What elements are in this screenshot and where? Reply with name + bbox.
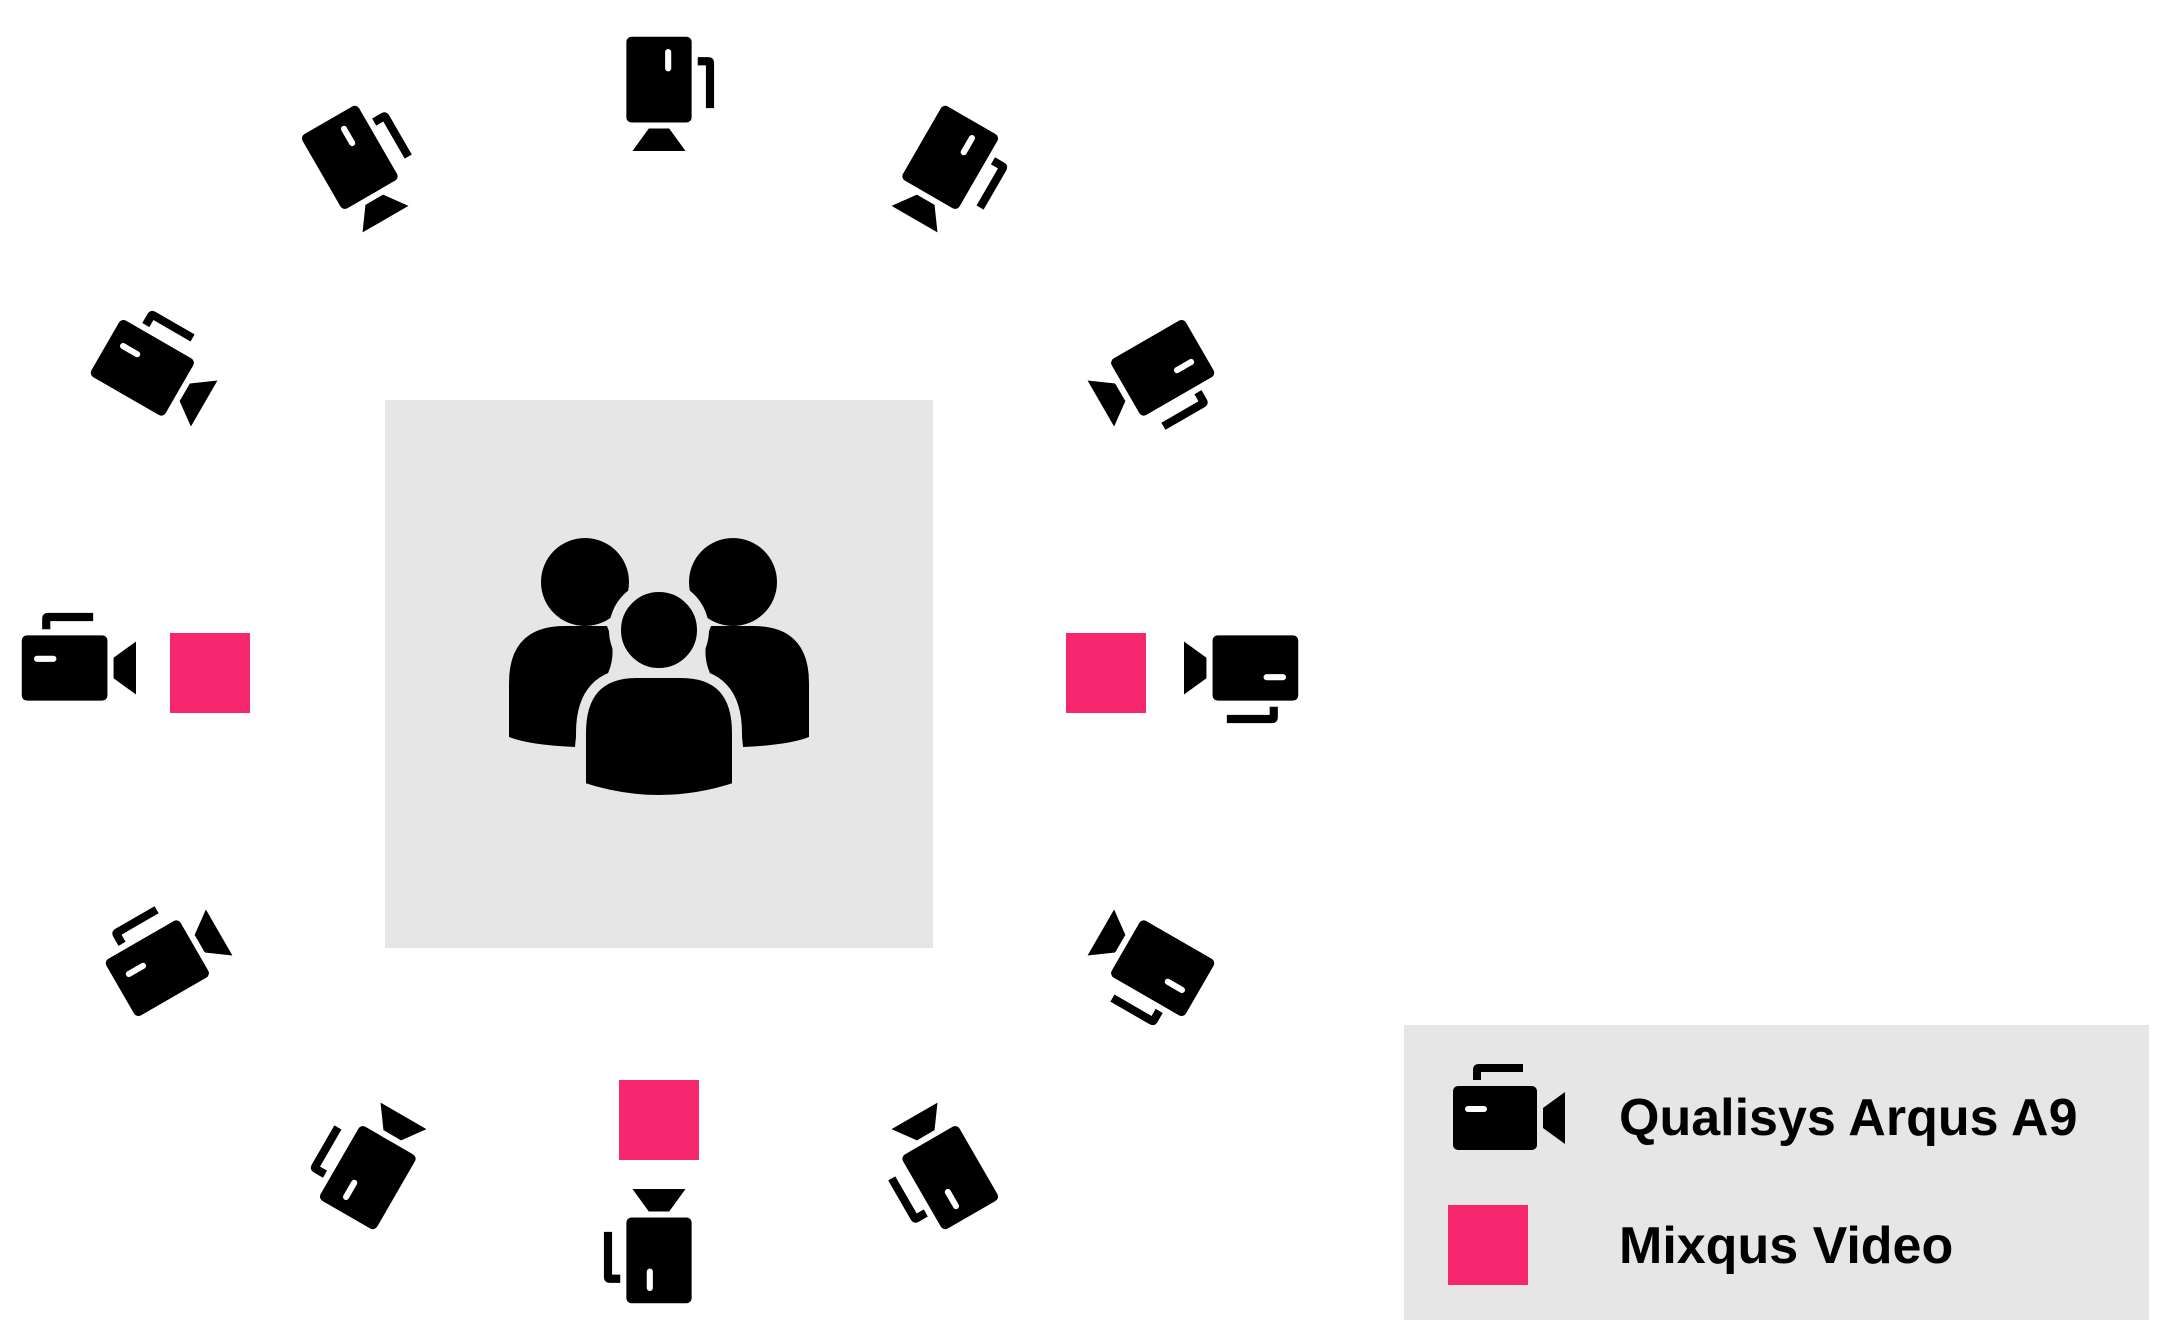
camera-icon: [298, 1088, 432, 1232]
legend-label-mixqus: Mixqus Video: [1619, 1217, 1953, 1275]
camera-icon: [21, 612, 136, 701]
camera-icon: [1084, 318, 1228, 452]
legend: Qualisys Arqus A9 Mixqus Video: [1404, 1025, 2149, 1320]
camera-icon: [300, 92, 434, 236]
legend-box: [1404, 1025, 2149, 1320]
camera-icon: [92, 884, 236, 1018]
mixqus-marker: [1066, 633, 1146, 713]
camera-icon: [1073, 904, 1217, 1038]
camera-icon: [626, 36, 715, 151]
camera-icon: [866, 1099, 1000, 1243]
mixqus-legend-marker: [1448, 1205, 1528, 1285]
mixqus-marker: [619, 1080, 699, 1160]
mixqus-markers: [170, 633, 1146, 1160]
camera-icon: [88, 298, 232, 432]
camera-icon: [886, 103, 1020, 247]
camera-icon: [603, 1189, 692, 1304]
legend-label-arqus: Qualisys Arqus A9: [1619, 1089, 2078, 1147]
mixqus-marker: [170, 633, 250, 713]
camera-icon: [1184, 635, 1299, 724]
